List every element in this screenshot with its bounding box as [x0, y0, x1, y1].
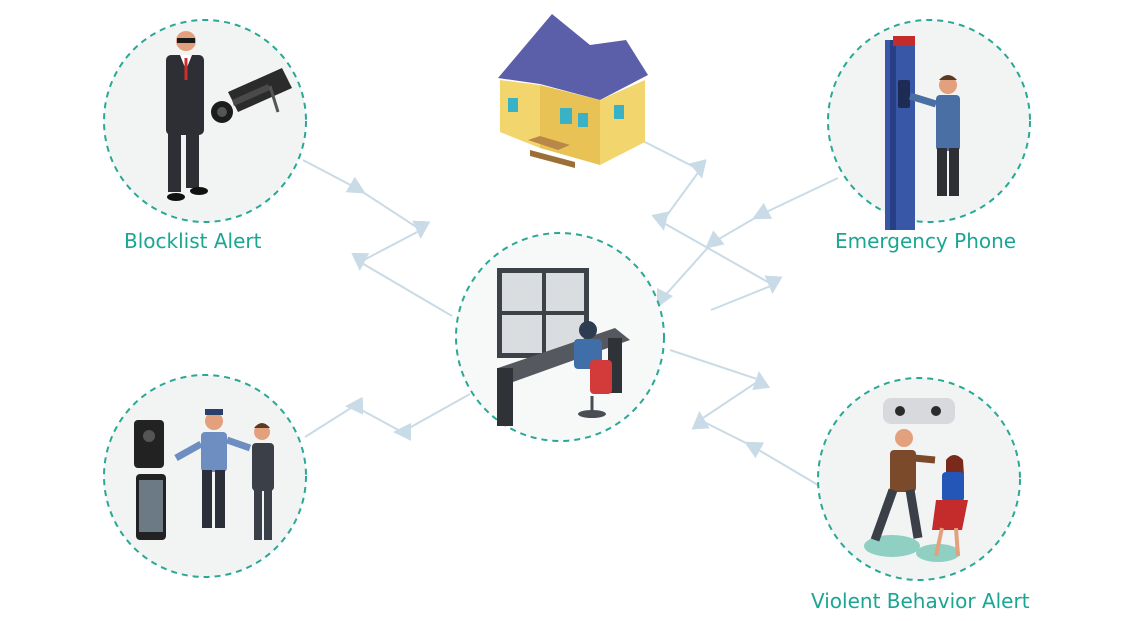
monitoring-center-operator-icon: [455, 232, 665, 442]
connector-violent-to-center: [669, 349, 824, 489]
flow-connectors: [302, 139, 839, 489]
house-icon: [498, 14, 648, 168]
connector-emergency-to-center: [656, 177, 839, 309]
violent-behavior-alert-label: Violent Behavior Alert: [811, 589, 1030, 613]
connector-house-to-center: [640, 139, 783, 311]
security-guard-with-camera-icon: [103, 19, 307, 223]
connector-center-to-bottom-left: [304, 393, 471, 441]
emergency-phone-pillar-icon: [827, 19, 1031, 230]
connector-blocklist-to-center: [302, 159, 453, 317]
blocklist-alert-label: Blocklist Alert: [124, 229, 262, 253]
violent-behavior-camera-icon: [817, 377, 1021, 581]
emergency-phone-label: Emergency Phone: [835, 229, 1017, 253]
guard-with-body-camera-icon: [103, 374, 307, 578]
